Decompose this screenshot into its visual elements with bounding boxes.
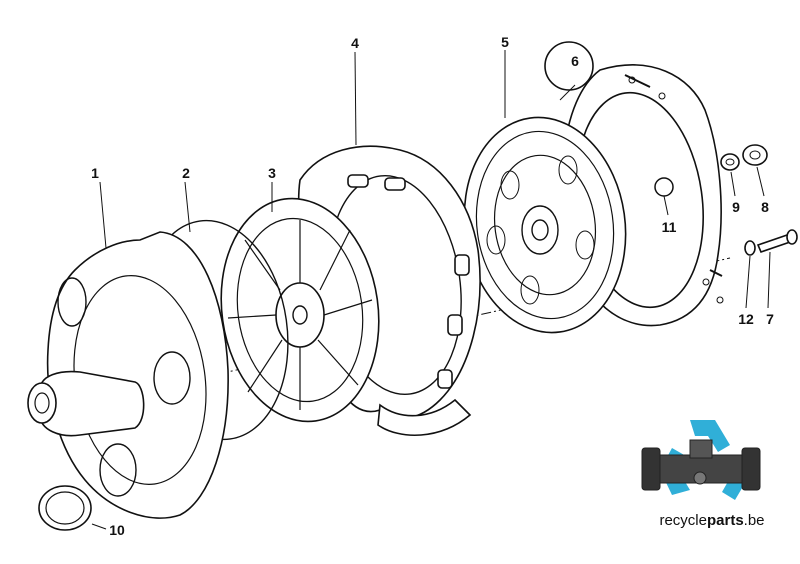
clutch-disc xyxy=(463,116,627,334)
brand-logo: recycleparts.be xyxy=(641,420,765,529)
brand-text: recycleparts.be xyxy=(659,512,764,529)
nut-large xyxy=(742,144,768,166)
callout-3: 3 xyxy=(268,165,276,181)
seal-ring xyxy=(38,485,92,531)
callout-6: 6 xyxy=(571,53,579,69)
callout-4: 4 xyxy=(351,35,359,51)
bolt xyxy=(756,229,798,253)
callout-1: 1 xyxy=(91,165,99,181)
part-6-highlight-ring xyxy=(544,41,594,91)
brand-text-light: recycle xyxy=(659,512,707,529)
washer xyxy=(744,240,756,256)
callout-8: 8 xyxy=(761,199,769,215)
brand-text-suffix: .be xyxy=(744,512,765,529)
bell-housing xyxy=(27,231,229,519)
leader-lines xyxy=(91,50,771,530)
callout-5: 5 xyxy=(501,34,509,50)
callout-2: 2 xyxy=(182,165,190,181)
nut-small xyxy=(720,153,740,171)
callout-10: 10 xyxy=(109,522,125,538)
callout-11: 11 xyxy=(662,219,677,235)
boxer-engine-icon xyxy=(641,439,761,491)
callout-7: 7 xyxy=(766,311,774,327)
brand-text-bold: parts xyxy=(707,512,744,529)
callout-9: 9 xyxy=(732,199,740,215)
callout-12: 12 xyxy=(738,311,754,327)
